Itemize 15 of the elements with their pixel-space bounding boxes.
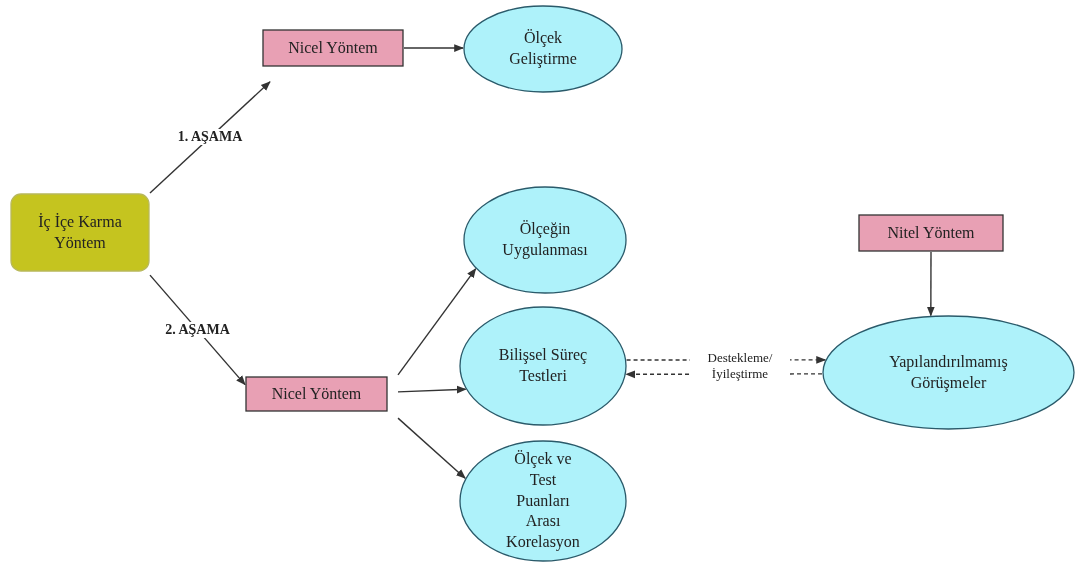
node-label: Ölçeğin Uygulanması [501, 219, 589, 261]
node-label: Bilişsel Süreç Testleri [497, 345, 589, 386]
arrow [397, 268, 477, 376]
node-label: Yapılandırılmamış Görüşmeler [888, 351, 1009, 394]
arrow [926, 251, 935, 317]
node-label: Ölçek Geliştirme [508, 28, 578, 70]
node-label: Nicel Yöntem [288, 37, 378, 58]
node-label: Nitel Yöntem [887, 222, 975, 243]
arrow [403, 44, 464, 52]
node-label: İç İçe Karma Yöntem [37, 211, 123, 253]
node-label: Nicel Yöntem [271, 383, 362, 404]
arrow [397, 417, 466, 479]
edge-label: 2. AŞAMA [162, 321, 233, 338]
arrow [397, 385, 467, 394]
node-label: Ölçek ve Test Puanları Arası Korelasyon [505, 449, 581, 553]
